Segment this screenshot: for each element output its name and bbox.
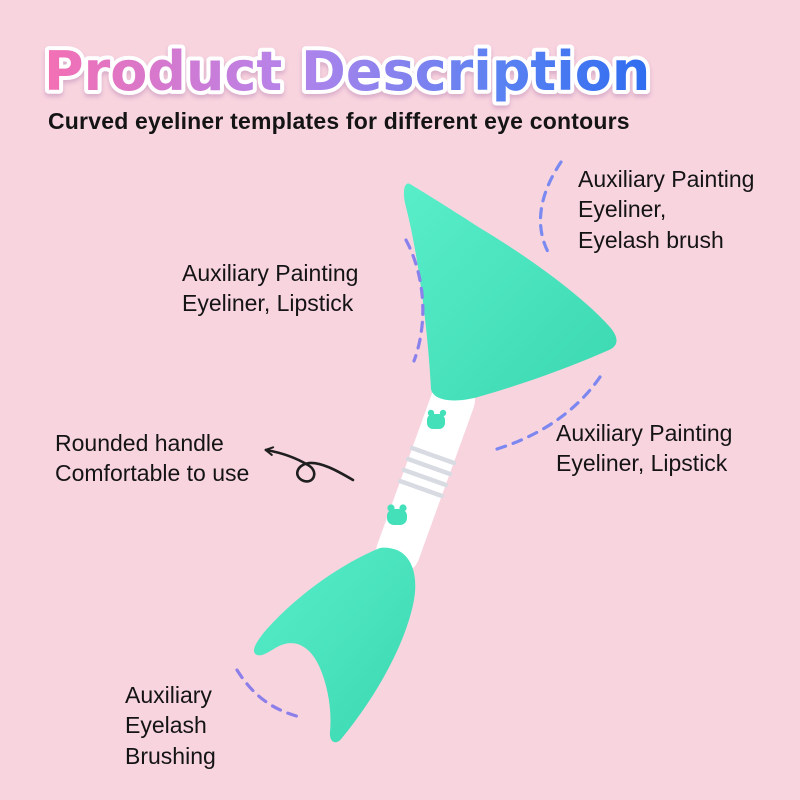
grip-ridges — [397, 445, 457, 499]
callout-left-mid: Auxiliary Painting Eyeliner, Lipstick — [182, 260, 359, 317]
callout-right-mid: Auxiliary Painting Eyeliner, Lipstick — [556, 420, 733, 477]
grip-ridge — [409, 445, 457, 466]
grip-ridge — [397, 478, 445, 499]
grip-ridge — [401, 467, 449, 488]
callout-bottom-left: Auxiliary Eyelash Brushing — [125, 682, 216, 769]
top-wing-template — [403, 183, 617, 401]
page-title-text: Product Description — [44, 40, 650, 103]
callout-top-right: Auxiliary Painting Eyeliner, Eyelash bru… — [578, 166, 755, 253]
grip-ridge — [405, 456, 453, 477]
page-title: Product Description — [40, 36, 654, 107]
bottom-wing-template — [253, 547, 416, 743]
brand-badge-icon-lower — [387, 504, 407, 525]
brand-badge-icon-upper — [427, 409, 447, 429]
callout-rounded-handle: Rounded handle Comfortable to use — [55, 430, 250, 487]
page-subtitle: Curved eyeliner templates for different … — [48, 108, 630, 134]
